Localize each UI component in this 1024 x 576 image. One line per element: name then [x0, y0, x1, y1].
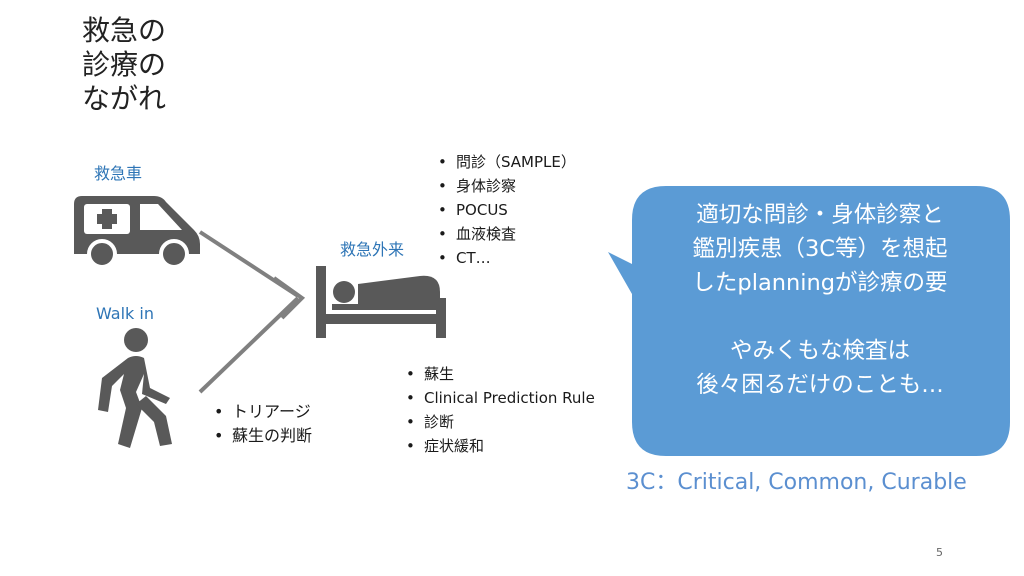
list-item: 問診（SAMPLE）	[436, 150, 576, 174]
callout-line-1: 適切な問診・身体診察と	[696, 202, 944, 228]
ambulance-icon	[74, 196, 200, 269]
list-item: 蘇生の判断	[212, 424, 312, 448]
hospital-bed-icon	[316, 266, 446, 338]
title-line-2: 診療の	[82, 48, 167, 81]
list-item: CT…	[436, 246, 576, 270]
list-item: 蘇生	[404, 362, 595, 386]
arrow-head-icon	[272, 276, 306, 320]
callout-line-5: 後々困るだけのことも…	[696, 372, 944, 398]
callout-bubble	[608, 186, 1010, 456]
page-number: 5	[936, 546, 943, 559]
list-item: トリアージ	[212, 400, 312, 424]
list-item: 症状緩和	[404, 434, 595, 458]
list-item: POCUS	[436, 198, 576, 222]
title-line-1: 救急の	[82, 14, 167, 47]
footnote-3c: 3C：Critical, Common, Curable	[626, 470, 967, 495]
page-title: 救急の 診療の ながれ	[82, 14, 166, 116]
ambulance-label: 救急車	[94, 164, 143, 183]
arrow-from-walkin	[198, 296, 300, 394]
walkin-label: Walk in	[96, 304, 154, 323]
triage-list: トリアージ 蘇生の判断	[212, 400, 312, 448]
list-item: Clinical Prediction Rule	[404, 386, 595, 410]
title-line-3: ながれ	[82, 82, 167, 115]
er-label: 救急外来	[340, 240, 405, 259]
callout-line-4: やみくもな検査は	[729, 338, 910, 364]
list-item: 血液検査	[436, 222, 576, 246]
list-item: 診断	[404, 410, 595, 434]
callout-text: 適切な問診・身体診察と 鑑別疾患（3C等）を想起 したplanningが診療の要…	[640, 198, 1000, 402]
flow-arrows	[198, 230, 306, 394]
er-task-list: 蘇生 Clinical Prediction Rule 診断 症状緩和	[404, 362, 595, 458]
list-item: 身体診察	[436, 174, 576, 198]
callout-line-2: 鑑別疾患（3C等）を想起	[692, 236, 948, 262]
callout-line-3: したplanningが診療の要	[692, 270, 948, 296]
exam-list: 問診（SAMPLE） 身体診察 POCUS 血液検査 CT…	[436, 150, 576, 270]
walking-person-icon	[98, 328, 172, 448]
